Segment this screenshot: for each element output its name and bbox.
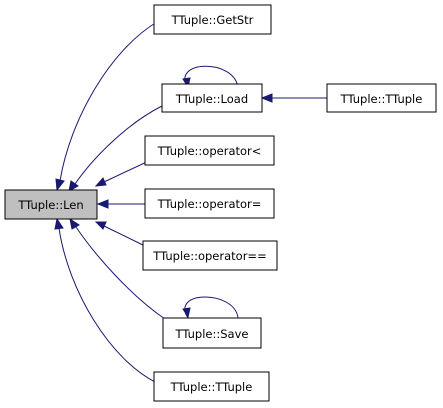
edge-save-self-loop-arrowhead (182, 307, 191, 319)
edge-save-to-len-arrowhead (69, 217, 80, 230)
edge-op-eq-to-len-arrowhead (94, 221, 107, 230)
node-label-len: TTuple::Len (17, 198, 83, 212)
node-box-load (161, 83, 263, 113)
edge-load-to-len-arrowhead (68, 180, 79, 192)
graph-node-op-lt[interactable]: TTuple::operator< (144, 135, 275, 166)
node-box-len (4, 189, 98, 220)
node-label-ttuple-bottom: TTuple::TTuple (170, 380, 253, 394)
node-box-ttuple-bottom (153, 371, 270, 402)
graph-node-len[interactable]: TTuple::Len (4, 189, 98, 220)
graph-node-ttuple-bottom[interactable]: TTuple::TTuple (153, 371, 270, 402)
edge-getstr-to-len-arrowhead (55, 178, 65, 192)
graph-node-getstr[interactable]: TTuple::GetStr (153, 4, 272, 35)
edge-op-eq-to-len (103, 225, 148, 248)
node-label-save: TTuple::Save (175, 327, 249, 341)
node-label-op-assign: TTuple::operator= (157, 197, 262, 211)
node-box-op-eq (142, 240, 278, 271)
edge-getstr-to-len (59, 21, 158, 182)
node-label-ttuple-right: TTuple::TTuple (340, 92, 423, 106)
graph-node-ttuple-right[interactable]: TTuple::TTuple (326, 83, 437, 113)
graph-node-op-assign[interactable]: TTuple::operator= (144, 188, 275, 219)
node-box-getstr (153, 4, 272, 35)
node-label-op-eq: TTuple::operator== (152, 249, 266, 263)
edge-op-assign-to-len-arrowhead (96, 199, 109, 209)
node-box-op-lt (144, 135, 275, 166)
node-label-getstr: TTuple::GetStr (171, 13, 254, 27)
edge-ttuple-bottom-to-len (58, 227, 158, 384)
edge-load-to-len (74, 105, 163, 185)
graph-node-op-eq[interactable]: TTuple::operator== (142, 240, 278, 271)
edge-save-self-loop (184, 296, 239, 319)
node-box-save (162, 317, 262, 349)
node-label-load: TTuple::Load (175, 92, 248, 106)
node-label-op-lt: TTuple::operator< (157, 144, 262, 158)
edge-ttuple-right-to-load-arrowhead (260, 93, 273, 103)
edge-op-lt-to-len-arrowhead (94, 177, 107, 187)
graph-node-load[interactable]: TTuple::Load (161, 83, 263, 113)
graph-edges (54, 21, 327, 384)
node-box-ttuple-right (326, 83, 437, 113)
node-box-op-assign (144, 188, 275, 219)
edge-ttuple-bottom-to-len-arrowhead (54, 217, 64, 230)
edge-save-to-len (75, 226, 166, 320)
graph-node-save[interactable]: TTuple::Save (162, 317, 262, 349)
